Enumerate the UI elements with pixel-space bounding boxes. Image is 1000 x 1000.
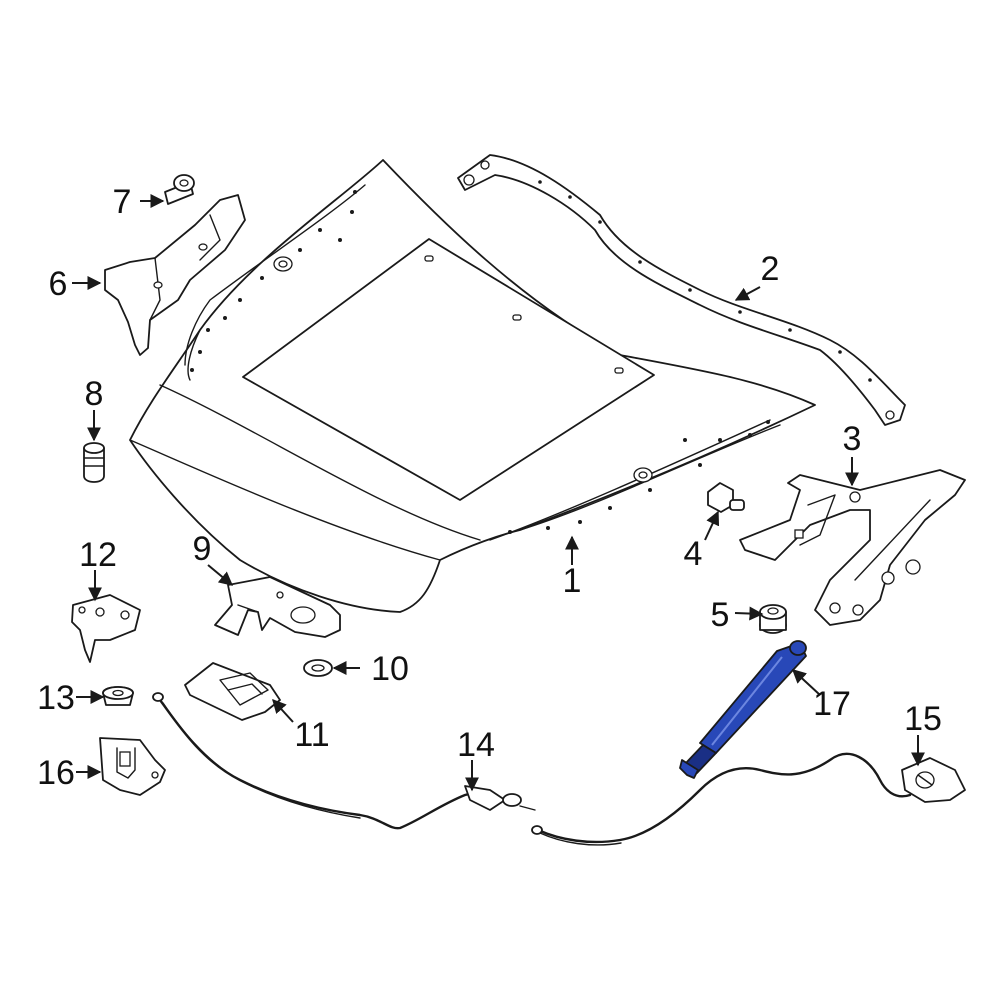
callout-4: 4 [684, 535, 703, 573]
callout-9: 9 [193, 530, 212, 568]
latch-base[interactable] [71, 594, 141, 663]
hood-latch[interactable] [184, 662, 281, 721]
callout-2: 2 [761, 250, 780, 288]
release-cable[interactable] [152, 692, 536, 830]
release-handle[interactable] [531, 752, 966, 846]
grommet[interactable] [759, 604, 787, 634]
latch-striker[interactable] [214, 576, 341, 638]
callout-6: 6 [49, 265, 68, 303]
callout-17: 17 [813, 685, 851, 723]
hood-bracket[interactable] [104, 194, 246, 356]
callout-1: 1 [563, 562, 582, 600]
clip-grommet[interactable] [102, 686, 134, 706]
bumper-stop[interactable] [83, 442, 105, 483]
callout-14: 14 [457, 726, 495, 764]
callout-3: 3 [843, 420, 862, 458]
hood-seal[interactable] [457, 154, 906, 426]
callout-labels: 1 2 3 4 5 6 7 8 9 10 11 12 13 14 15 16 1… [37, 183, 942, 792]
callout-13: 13 [37, 679, 75, 717]
callout-10: 10 [371, 650, 409, 688]
washer[interactable] [303, 659, 333, 677]
callout-16: 16 [37, 754, 75, 792]
callout-11: 11 [294, 716, 329, 754]
leader-lines [72, 194, 925, 792]
callout-8: 8 [85, 375, 104, 413]
callout-5: 5 [711, 596, 730, 634]
callout-15: 15 [904, 700, 942, 738]
lock-bracket[interactable] [99, 737, 166, 796]
hood-lift-support[interactable] [679, 640, 807, 779]
callout-12: 12 [79, 536, 117, 574]
hood-hinge[interactable] [739, 469, 966, 626]
hood-panel[interactable] [129, 159, 816, 613]
callout-7: 7 [113, 183, 132, 221]
hinge-bolt[interactable] [707, 482, 745, 513]
mounting-screw[interactable] [164, 174, 195, 205]
